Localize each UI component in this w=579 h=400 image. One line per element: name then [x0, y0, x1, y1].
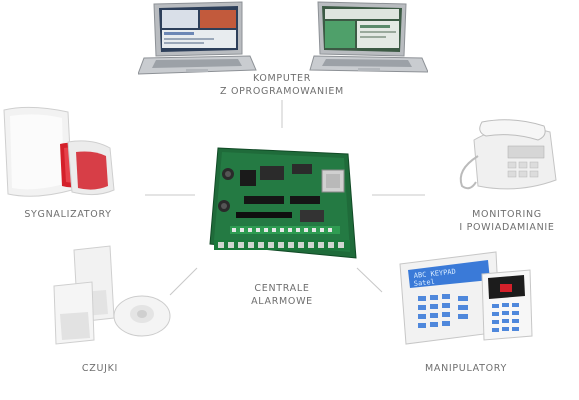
label-center-line2: ALARMOWE — [251, 296, 313, 307]
label-detectors: CZUJKI — [40, 362, 160, 375]
laptop-left-image — [138, 1, 257, 75]
alarm-panel-pcb-image — [209, 147, 357, 259]
siren-image — [3, 106, 115, 197]
label-keypads-line1: MANIPULATORY — [424, 363, 508, 374]
label-center-line1: CENTRALE — [254, 283, 310, 294]
label-monitoring-line1: MONITORING — [472, 209, 542, 220]
label-signaling-line1: SYGNALIZATORY — [24, 209, 112, 220]
telephone-image — [459, 119, 557, 190]
label-signaling: SYGNALIZATORY — [8, 208, 128, 221]
keypads-image: ABC KEYPAD Satel — [399, 251, 533, 345]
label-center: CENTRALE ALARMOWE — [212, 282, 352, 308]
label-computer-line1: KOMPUTER — [252, 73, 312, 84]
label-detectors-line1: CZUJKI — [81, 363, 119, 374]
label-monitoring-line2: I POWIADAMIANIE — [459, 222, 555, 233]
keypad-display-line2: Satel — [413, 278, 435, 288]
label-keypads: MANIPULATORY — [400, 362, 532, 375]
motion-detectors-image — [53, 245, 171, 345]
label-computer: KOMPUTER Z OPROGRAMOWANIEM — [212, 72, 352, 98]
connector-detectors — [169, 267, 198, 296]
connector-keypads — [356, 267, 383, 293]
label-monitoring: MONITORING I POWIADAMIANIE — [440, 208, 574, 234]
laptop-right-image — [309, 1, 428, 73]
label-computer-line2: Z OPROGRAMOWANIEM — [220, 86, 344, 97]
